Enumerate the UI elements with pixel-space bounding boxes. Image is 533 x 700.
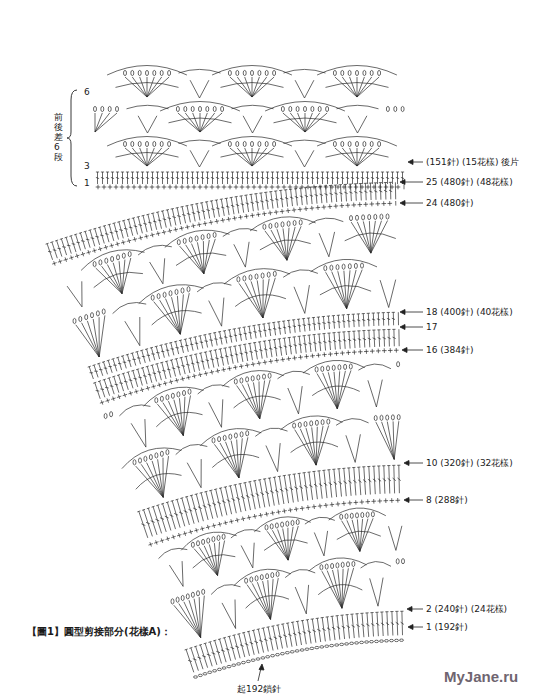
leader-arrow [403,312,423,313]
row-bracket [67,90,77,186]
row-number: 6 [83,86,91,98]
chart-title: 【圖1】圓型剪接部分(花樣A)： [26,625,172,638]
arrow-head [404,461,409,466]
arrow-head [400,310,405,315]
leader-arrow [403,327,423,328]
arrow-head [400,180,405,185]
arrow-head [407,607,412,612]
row-count: 16 (384針) [425,344,475,356]
picot-symbols [73,70,405,604]
row-count: 25 (480針) (48花樣) [425,176,514,188]
stitch-symbols [46,66,405,679]
leader-arrow [403,182,423,183]
row-arrows [258,160,423,682]
row-count: 18 (400針) (40花樣) [425,306,514,318]
row-number: 1 [83,177,91,189]
row-count: 24 (480針) [425,197,475,209]
row-count: 8 (288針) [425,494,469,506]
arrow-head [404,498,409,503]
row-count: 2 (240針) (24花樣) [425,603,508,615]
arrow-head [408,625,413,630]
arrow-head [402,348,407,353]
row-number: 17 [425,321,438,333]
bracket-note: 前後差6段 [54,113,63,162]
arrow-head [400,325,405,330]
arrow-head [400,201,405,206]
watermark: MyJane.ru [443,668,519,686]
foundation-note: 起192鎖針 [236,683,282,695]
arrow-head [408,160,413,165]
row-count: 1 (192針) [425,621,469,633]
row-count: 10 (320針) (32花樣) [425,457,514,469]
leader-arrow [403,203,423,204]
row-number: 3 [83,160,91,172]
leader-arrow [405,350,423,351]
row-count: (151針) (15花樣) 後片 [425,156,520,168]
arrow-head [259,664,264,670]
